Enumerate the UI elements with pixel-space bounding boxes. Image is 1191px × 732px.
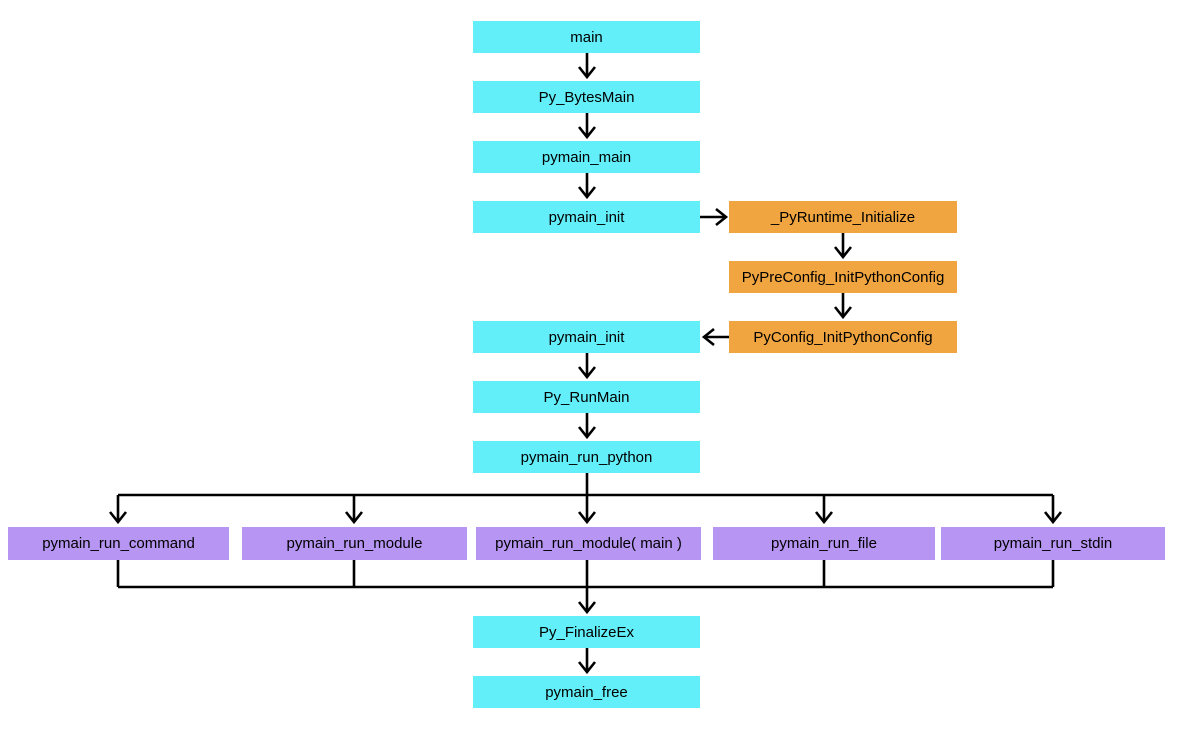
node-pymain-run-stdin: pymain_run_stdin [941,527,1165,560]
node-pymain-init-2: pymain_init [473,321,700,353]
node-pymain-main: pymain_main [473,141,700,173]
node-pymain-run-python: pymain_run_python [473,441,700,473]
node-py-runtime-initialize: _PyRuntime_Initialize [729,201,957,233]
node-pypreconfig-initpythonconfig: PyPreConfig_InitPythonConfig [729,261,957,293]
node-py-finalizeex: Py_FinalizeEx [473,616,700,648]
node-pymain-run-module-main: pymain_run_module( main ) [476,527,701,560]
node-pymain-run-module: pymain_run_module [242,527,467,560]
node-pymain-run-command: pymain_run_command [8,527,229,560]
node-main: main [473,21,700,53]
node-py-bytesmain: Py_BytesMain [473,81,700,113]
node-pymain-run-file: pymain_run_file [713,527,935,560]
node-pymain-free: pymain_free [473,676,700,708]
node-py-runmain: Py_RunMain [473,381,700,413]
node-pyconfig-initpythonconfig: PyConfig_InitPythonConfig [729,321,957,353]
node-pymain-init-1: pymain_init [473,201,700,233]
